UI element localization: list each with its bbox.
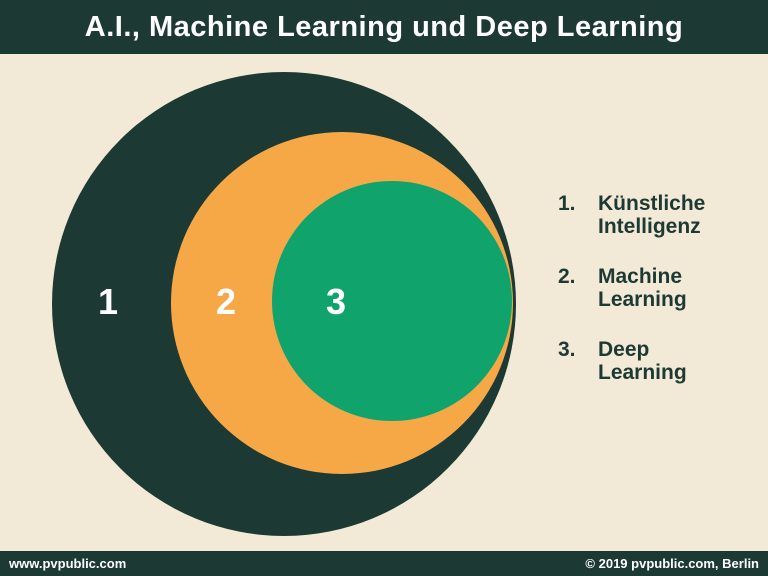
legend-item-deep-learning: 3. Deep Learning — [558, 338, 743, 384]
circle-number-3: 3 — [325, 281, 347, 322]
legend-number: 3. — [558, 338, 576, 361]
legend-number: 2. — [558, 265, 576, 288]
legend-number: 1. — [558, 192, 576, 215]
footer-website: www.pvpublic.com — [9, 556, 127, 571]
legend-item-kuenstliche-intelligenz: 1. Künstliche Intelligenz — [558, 192, 743, 238]
circle-deep-learning — [272, 181, 512, 421]
circle-number-2: 2 — [215, 281, 237, 322]
legend-label: Künstliche Intelligenz — [598, 192, 706, 238]
footer-bar: www.pvpublic.com © 2019 pvpublic.com, Be… — [0, 551, 768, 576]
circle-number-1: 1 — [97, 281, 119, 322]
legend-label: Deep Learning — [598, 338, 687, 384]
page-title: A.I., Machine Learning und Deep Learning — [84, 10, 684, 43]
title-bar: A.I., Machine Learning und Deep Learning — [0, 0, 768, 54]
legend-label: Machine Learning — [598, 265, 687, 311]
footer-copyright: © 2019 pvpublic.com, Berlin — [585, 556, 759, 571]
legend-item-machine-learning: 2. Machine Learning — [558, 265, 743, 311]
legend: 1. Künstliche Intelligenz 2. Machine Lea… — [558, 192, 743, 411]
